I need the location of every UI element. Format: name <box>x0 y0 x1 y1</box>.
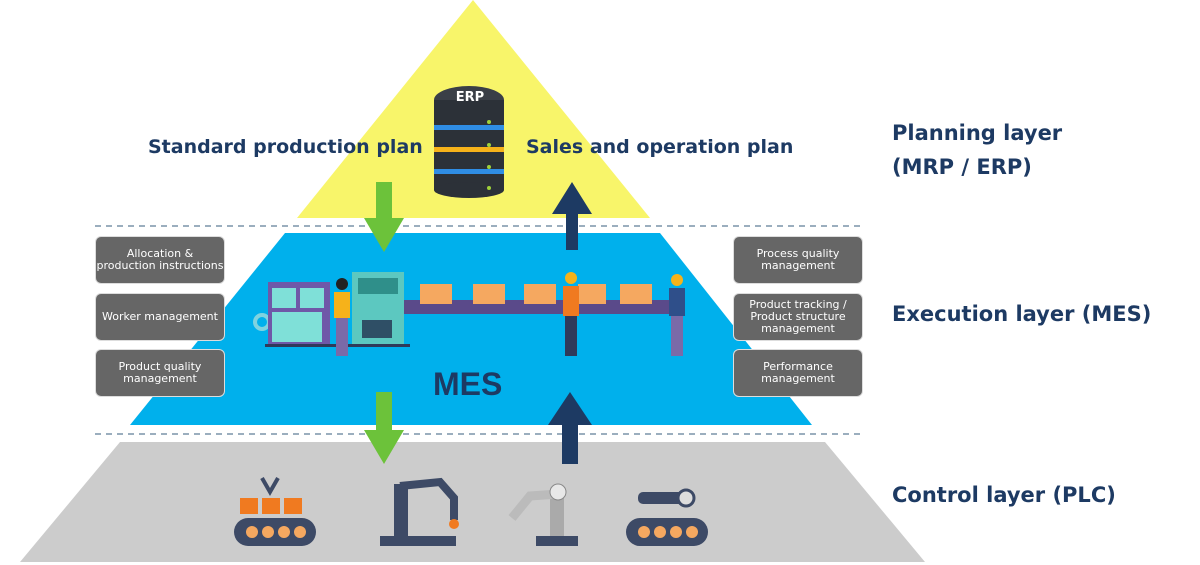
robot-arm-icon <box>380 477 459 546</box>
function-box: Product quality management <box>96 350 224 396</box>
up-arrow-icon <box>552 182 592 250</box>
sales-operation-plan-label: Sales and operation plan <box>526 136 794 158</box>
database-icon <box>434 86 504 198</box>
conveyor-robot-icon <box>234 477 316 546</box>
erp-label: ERP <box>455 90 485 105</box>
welding-robot-icon <box>508 483 578 546</box>
function-box: Performance management <box>734 350 862 396</box>
planning-layer-subtitle: (MRP / ERP) <box>892 155 1032 179</box>
down-arrow-icon <box>364 392 404 464</box>
function-box: Product tracking / Product structure man… <box>734 294 862 340</box>
planning-layer-title: Planning layer <box>892 121 1063 145</box>
execution-layer-label: Execution layer (MES) <box>892 302 1152 326</box>
function-box: Worker management <box>96 294 224 340</box>
standard-production-plan-label: Standard production plan <box>148 136 423 158</box>
mes-label: MES <box>433 366 503 402</box>
function-box: Process quality management <box>734 237 862 283</box>
control-layer-label: Control layer (PLC) <box>892 483 1116 507</box>
down-arrow-icon <box>364 182 404 252</box>
function-box: Allocation & production instructions <box>96 237 224 283</box>
up-arrow-icon <box>548 392 592 464</box>
conveyor-arm-icon <box>626 488 708 546</box>
execution-layer-trapezoid <box>130 233 812 425</box>
planning-layer-label: Planning layer (MRP / ERP) <box>892 116 1062 184</box>
factory-illustration-icon <box>253 272 685 356</box>
control-layer-trapezoid <box>20 442 925 562</box>
